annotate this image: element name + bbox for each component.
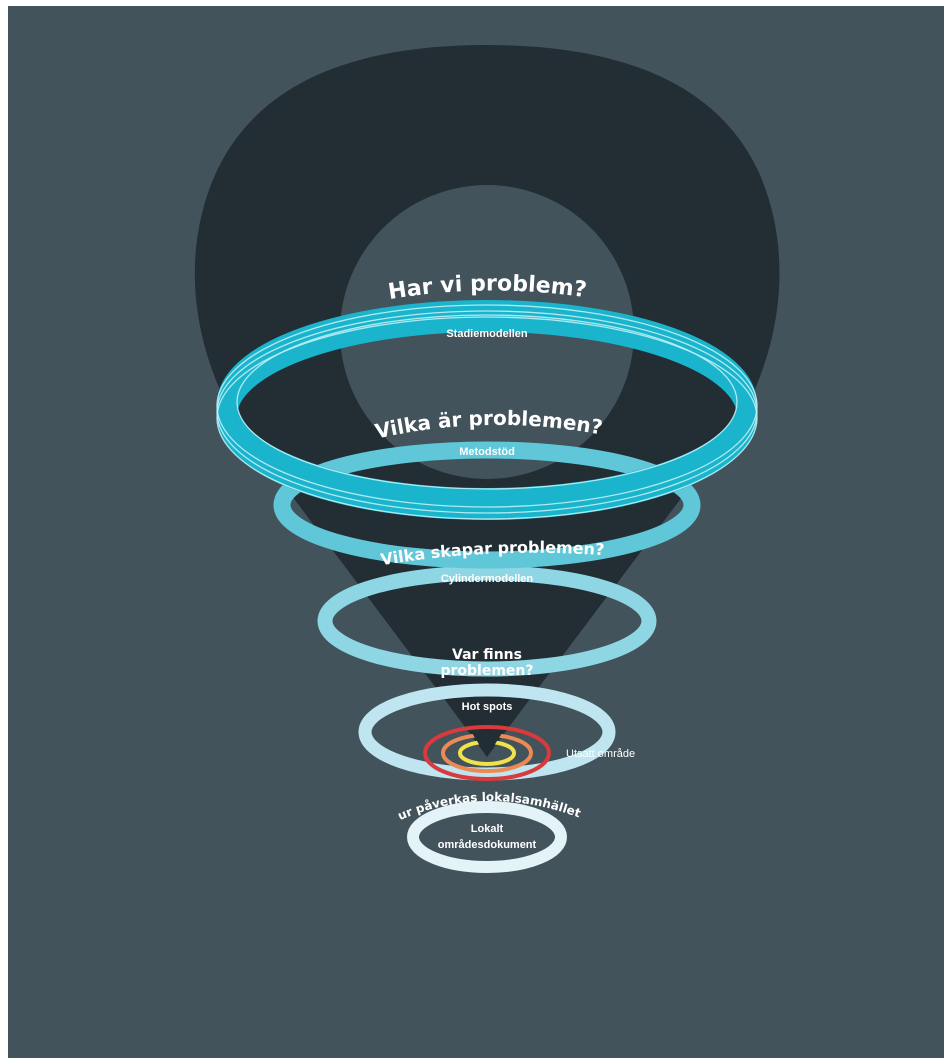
stage-1-tool: Stadiemodellen <box>446 328 528 340</box>
page-margin-top <box>0 0 950 6</box>
ring-stage <box>216 300 758 520</box>
stage-4-tool: Hot spots <box>462 701 513 713</box>
ring-method <box>273 441 701 569</box>
map-pin-tip <box>255 440 720 757</box>
stage-4-question-line1: Var finns <box>452 647 522 663</box>
page-margin-left <box>0 0 8 1058</box>
pin-tip-point <box>472 733 502 757</box>
target-label: Utsatt område <box>566 748 635 760</box>
stage-5-tool-line2: områdesdokument <box>438 839 537 851</box>
stage-5-tool-line1: Lokalt <box>471 823 504 835</box>
ring-cylinder <box>317 565 657 677</box>
stage-4-question-line2: problemen? <box>440 663 533 679</box>
stage-2-tool: Metodstöd <box>459 446 515 458</box>
stage-3-tool: Cylindermodellen <box>441 573 534 585</box>
ring-local <box>407 801 567 873</box>
ring-hotspots <box>358 683 616 781</box>
page-margin-right <box>944 0 950 1058</box>
